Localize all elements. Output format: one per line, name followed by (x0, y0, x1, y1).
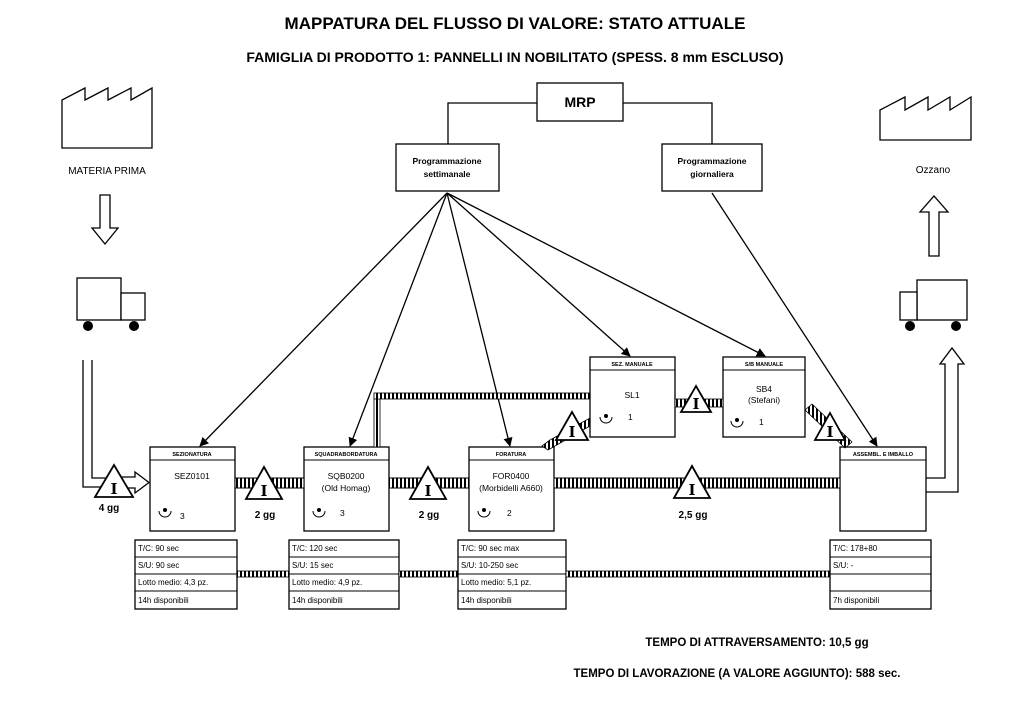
process-data-table: T/C: 120 sec S/U: 15 sec Lotto medio: 4,… (288, 539, 400, 610)
operator-count: 3 (340, 508, 345, 518)
process-sez-manuale: SEZ. MANUALE SL1 1 (589, 356, 676, 438)
page-subtitle: FAMIGLIA DI PRODOTTO 1: PANNELLI IN NOBI… (246, 49, 783, 65)
data-link (236, 570, 290, 578)
push-arrow-icon (373, 394, 381, 448)
svg-text:I: I (110, 480, 117, 498)
svg-text:I: I (692, 395, 699, 413)
process-machine: (Old Homag) (322, 483, 371, 493)
svg-text:T/C: 90 sec: T/C: 90 sec (138, 544, 179, 553)
process-code: SB4 (756, 384, 772, 394)
svg-text:S/U: 15 sec: S/U: 15 sec (292, 561, 333, 570)
shipment-arrow-icon (90, 194, 120, 246)
svg-text:T/C: 120 sec: T/C: 120 sec (292, 544, 337, 553)
svg-text:Lotto medio: 5,1 pz.: Lotto medio: 5,1 pz. (461, 578, 531, 587)
process-header: S/B MANUALE (745, 362, 784, 368)
process-header: FORATURA (496, 452, 526, 458)
svg-text:Lotto medio: 4,3 pz.: Lotto medio: 4,3 pz. (138, 578, 208, 587)
process-header: ASSEMBL. E IMBALLO (853, 452, 914, 458)
shipment-arrow-icon (918, 195, 950, 257)
mrp-label: MRP (564, 94, 595, 110)
factory-icon (61, 86, 153, 149)
operator-icon (477, 508, 491, 518)
operator-icon (599, 414, 613, 424)
supplier-label: MATERIA PRIMA (68, 166, 146, 177)
svg-text:14h disponibili: 14h disponibili (292, 596, 343, 605)
process-header: SEZ. MANUALE (611, 362, 653, 368)
process-header: SEZIONATURA (172, 452, 211, 458)
operator-count: 3 (180, 511, 185, 521)
operator-icon (730, 418, 744, 428)
inventory-triangle-icon: I (679, 384, 713, 413)
process-machine: (Morbidelli A660) (479, 483, 543, 493)
svg-text:Lotto medio: 4,9 pz.: Lotto medio: 4,9 pz. (292, 578, 362, 587)
inventory-triangle-icon: I (554, 410, 590, 441)
daily-schedule-line2: giornaliera (690, 169, 734, 179)
svg-text:14h disponibili: 14h disponibili (138, 596, 189, 605)
process-time: TEMPO DI LAVORAZIONE (A VALORE AGGIUNTO)… (574, 668, 901, 680)
data-link (398, 570, 459, 578)
process-code: SEZ0101 (174, 471, 210, 481)
truck-icon (899, 279, 968, 331)
svg-text:S/U: 90 sec: S/U: 90 sec (138, 561, 179, 570)
process-data-table: T/C: 90 sec S/U: 90 sec Lotto medio: 4,3… (134, 539, 238, 610)
inventory-time: 4 gg (99, 503, 120, 514)
process-data-table: T/C: 178+80 S/U: - 7h disponibili (829, 539, 932, 610)
inventory-triangle-icon: I (813, 411, 847, 441)
process-header: SQUADRABORDATURA (315, 452, 378, 458)
svg-text:I: I (260, 482, 267, 500)
svg-text:S/U: -: S/U: - (833, 561, 854, 570)
svg-text:I: I (826, 423, 833, 441)
inventory-triangle-icon: I (672, 464, 712, 499)
svg-text:T/C: 90 sec max: T/C: 90 sec max (461, 544, 519, 553)
factory-icon (879, 95, 972, 141)
process-machine: (Stefani) (748, 395, 780, 405)
process-sb-manuale: S/B MANUALE SB4 (Stefani) 1 (722, 356, 806, 438)
process-code: FOR0400 (493, 471, 530, 481)
operator-count: 1 (628, 412, 633, 422)
svg-text:I: I (568, 423, 575, 441)
svg-text:T/C: 178+80: T/C: 178+80 (833, 544, 878, 553)
process-sezionatura: SEZIONATURA SEZ0101 3 (149, 446, 236, 532)
inventory-time: 2 gg (419, 510, 440, 521)
process-foratura: FORATURA FOR0400 (Morbidelli A660) 2 (468, 446, 555, 532)
customer-label: Ozzano (916, 165, 951, 176)
inventory-triangle-icon: I (93, 463, 135, 498)
process-squadrabordatura: SQUADRABORDATURA SQB0200 (Old Homag) 3 (303, 446, 390, 532)
page-title: MAPPATURA DEL FLUSSO DI VALORE: STATO AT… (285, 14, 746, 33)
svg-text:I: I (688, 481, 695, 499)
svg-text:14h disponibili: 14h disponibili (461, 596, 512, 605)
data-link (565, 570, 831, 578)
inventory-triangle-icon: I (408, 465, 448, 500)
lead-time: TEMPO DI ATTRAVERSAMENTO: 10,5 gg (645, 637, 868, 649)
weekly-schedule-box (395, 143, 500, 192)
inventory-time: 2,5 gg (679, 510, 708, 521)
operator-icon (158, 508, 172, 518)
operator-count: 2 (507, 508, 512, 518)
daily-schedule-line1: Programmazione (678, 156, 747, 166)
daily-schedule-box (661, 143, 763, 192)
information-arrows (199, 192, 878, 447)
inventory-time: 2 gg (255, 510, 276, 521)
process-data-table: T/C: 90 sec max S/U: 10-250 sec Lotto me… (457, 539, 567, 610)
weekly-schedule-line2: settimanale (424, 169, 471, 179)
process-code: SL1 (624, 390, 639, 400)
operator-icon (312, 508, 326, 518)
truck-icon (76, 277, 146, 331)
operator-count: 1 (759, 417, 764, 427)
svg-text:S/U: 10-250 sec: S/U: 10-250 sec (461, 561, 518, 570)
svg-text:I: I (424, 482, 431, 500)
weekly-schedule-line1: Programmazione (413, 156, 482, 166)
process-code: SQB0200 (328, 471, 365, 481)
svg-text:7h disponibili: 7h disponibili (833, 596, 879, 605)
process-assembl-imballo: ASSEMBL. E IMBALLO (839, 446, 927, 532)
mrp-box (536, 82, 624, 122)
push-arrow-icon (373, 392, 591, 400)
inventory-triangle-icon: I (244, 465, 284, 500)
